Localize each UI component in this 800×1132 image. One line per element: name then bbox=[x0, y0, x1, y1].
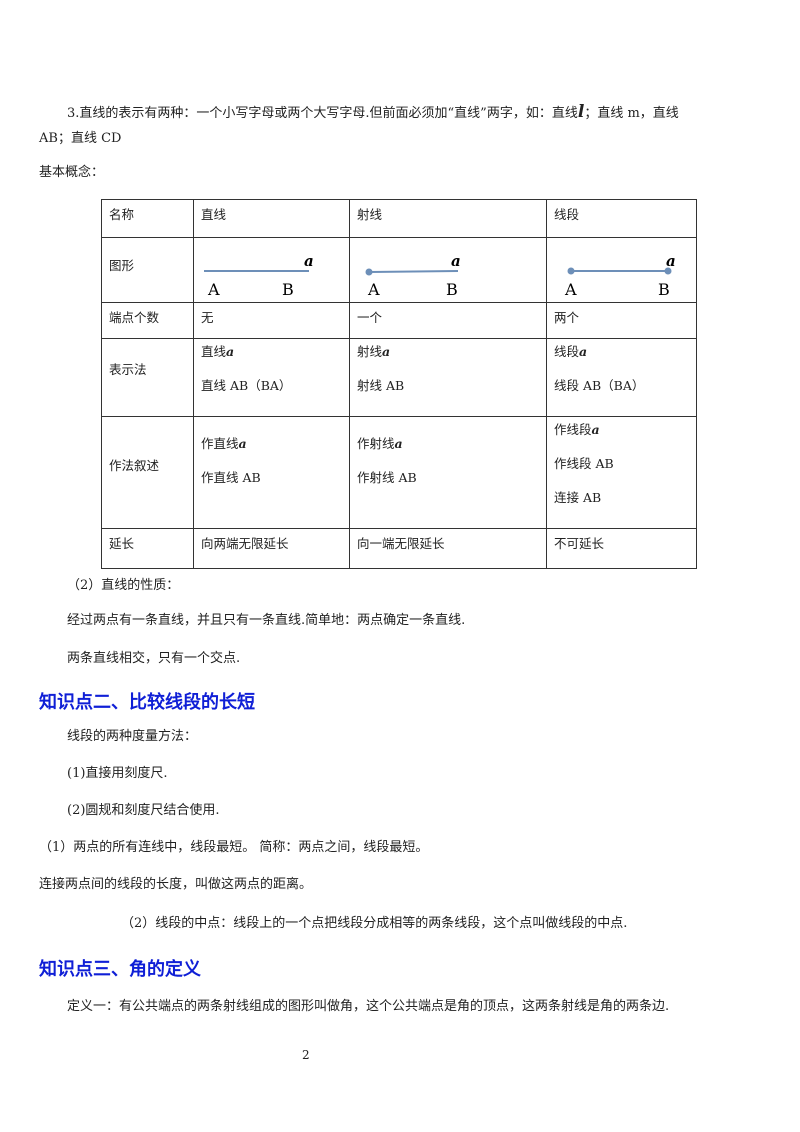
extension-line: 向两端无限延长 bbox=[193, 528, 351, 569]
ray-endpoint bbox=[365, 268, 373, 276]
endpoints-ray: 一个 bbox=[349, 302, 547, 339]
intro-line-2: AB；直线 CD bbox=[39, 131, 122, 146]
header-segment: 线段 bbox=[546, 199, 697, 238]
segment-label-A: A bbox=[564, 280, 577, 299]
segment-label-a: a bbox=[666, 252, 676, 270]
line-label-a: a bbox=[304, 252, 314, 270]
section2-p2: (1)直接用刻度尺. bbox=[67, 766, 168, 781]
ray-figure: a A B bbox=[365, 252, 461, 299]
properties-title: （2）直线的性质： bbox=[67, 578, 180, 593]
figure-label: 图形 bbox=[100, 237, 195, 303]
construction-ray: 作射线a 作射线 AB bbox=[349, 416, 547, 529]
line-label-B: B bbox=[282, 280, 294, 299]
section2-p5: 连接两点间的线段的长度，叫做这两点的距离。 bbox=[39, 877, 313, 892]
line-figure: a A B bbox=[204, 252, 314, 299]
ray-label-A: A bbox=[367, 280, 380, 299]
ray-figure-cell: a A B bbox=[349, 237, 547, 303]
notation-line: 直线a 直线 AB（BA） bbox=[193, 338, 351, 417]
extension-label: 延长 bbox=[100, 528, 195, 569]
header-name: 名称 bbox=[100, 199, 195, 238]
endpoints-segment: 两个 bbox=[546, 302, 697, 339]
ray-label-a: a bbox=[451, 252, 461, 270]
segment-endpoint-b bbox=[664, 267, 672, 275]
segment-figure-cell: a A B bbox=[546, 237, 697, 303]
extension-ray: 向一端无限延长 bbox=[349, 528, 547, 569]
extension-segment: 不可延长 bbox=[546, 528, 697, 569]
notation-segment: 线段a 线段 AB（BA） bbox=[546, 338, 697, 417]
segment-label-B: B bbox=[658, 280, 670, 299]
section3-heading: 知识点三、角的定义 bbox=[39, 959, 201, 980]
table-row: 表示法 直线a 直线 AB（BA） 射线a 射线 AB 线段a 线段 AB（BA… bbox=[100, 338, 697, 417]
header-ray: 射线 bbox=[349, 199, 547, 238]
construction-label: 作法叙述 bbox=[100, 416, 195, 529]
italic-l: l bbox=[577, 102, 585, 122]
endpoints-label: 端点个数 bbox=[100, 302, 195, 339]
table-row: 作法叙述 作直线a 作直线 AB 作射线a 作射线 AB 作线段a 作线段 AB… bbox=[100, 416, 697, 529]
table-row: 端点个数 无 一个 两个 bbox=[100, 302, 697, 339]
section2-p4: （1）两点的所有连线中，线段最短。 简称：两点之间，线段最短。 bbox=[39, 840, 429, 855]
section2-p1: 线段的两种度量方法： bbox=[67, 729, 198, 744]
concepts-table: 名称 直线 射线 线段 图形 a A B a A B bbox=[100, 199, 697, 569]
header-line: 直线 bbox=[193, 199, 351, 238]
line-figure-cell: a A B bbox=[193, 237, 351, 303]
section3-p1: 定义一：有公共端点的两条射线组成的图形叫做角，这个公共端点是角的顶点，这两条射线… bbox=[67, 999, 670, 1014]
section2-p6: （2）线段的中点：线段上的一个点把线段分成相等的两条线段，这个点叫做线段的中点. bbox=[121, 916, 628, 931]
segment-endpoint-a bbox=[567, 267, 575, 275]
section2-heading: 知识点二、比较线段的长短 bbox=[39, 692, 255, 713]
table-row: 名称 直线 射线 线段 bbox=[100, 199, 697, 238]
ray-label-B: B bbox=[446, 280, 458, 299]
ray-stroke bbox=[369, 270, 459, 273]
construction-segment: 作线段a 作线段 AB 连接 AB bbox=[546, 416, 697, 529]
properties-p1: 经过两点有一条直线，并且只有一条直线.简单地：两点确定一条直线. bbox=[67, 613, 466, 628]
notation-ray: 射线a 射线 AB bbox=[349, 338, 547, 417]
basic-concepts-label: 基本概念： bbox=[39, 165, 105, 180]
table-row: 延长 向两端无限延长 向一端无限延长 不可延长 bbox=[100, 528, 697, 569]
notation-label: 表示法 bbox=[100, 338, 195, 417]
properties-p2: 两条直线相交，只有一个交点. bbox=[67, 651, 241, 666]
line-label-A: A bbox=[207, 280, 220, 299]
intro-line-1: 3.直线的表示有两种：一个小写字母或两个大写字母.但前面必须加“直线”两字，如：… bbox=[67, 102, 679, 122]
page-number: 2 bbox=[302, 1048, 310, 1062]
section2-p3: (2)圆规和刻度尺结合使用. bbox=[67, 803, 220, 818]
table-row: 图形 a A B a A B a A bbox=[100, 237, 697, 303]
segment-figure: a A B bbox=[564, 252, 676, 299]
construction-line: 作直线a 作直线 AB bbox=[193, 416, 351, 529]
endpoints-line: 无 bbox=[193, 302, 351, 339]
